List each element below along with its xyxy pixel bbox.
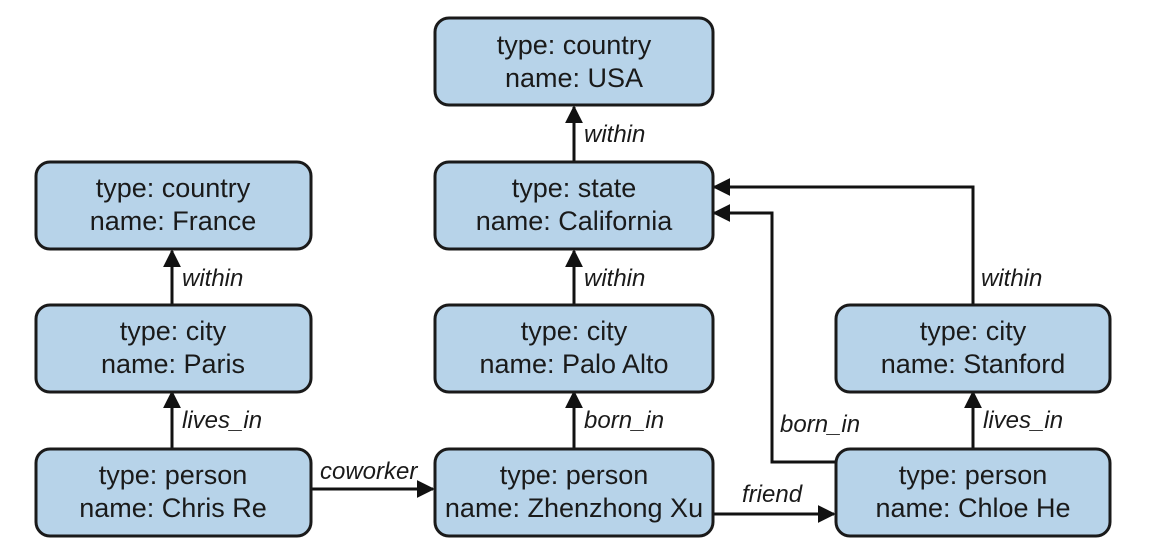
nodes: type: country name: USA type: country na… (34, 16, 1112, 538)
node-palo-alto: type: city name: Palo Alto (433, 303, 715, 394)
node-france-name: name: France (90, 206, 257, 236)
node-chris-re: type: person name: Chris Re (34, 447, 313, 538)
edge-label-chris-zhenzhong: coworker (320, 458, 418, 485)
node-chris-re-type: type: person (99, 460, 248, 490)
node-usa: type: country name: USA (433, 16, 715, 107)
edges: within within within within lives_in bor… (163, 105, 1063, 523)
edge-label-california-usa: within (584, 121, 645, 148)
node-usa-type: type: country (497, 30, 652, 60)
node-chloe-he: type: person name: Chloe He (834, 447, 1112, 538)
node-paris: type: city name: Paris (34, 303, 313, 394)
node-paris-name: name: Paris (101, 349, 245, 379)
edge-stanford-within-california (712, 178, 975, 305)
edge-label-zhenzhong-chloe: friend (742, 481, 803, 508)
node-stanford-name: name: Stanford (881, 349, 1066, 379)
node-usa-name: name: USA (505, 63, 643, 93)
node-chris-re-name: name: Chris Re (79, 493, 267, 523)
node-palo-alto-name: name: Palo Alto (479, 349, 668, 379)
edge-chloe-born-in-california (712, 204, 836, 464)
edge-label-chris-paris: lives_in (182, 407, 262, 434)
node-stanford-type: type: city (920, 316, 1027, 346)
node-zhenzhong-xu: type: person name: Zhenzhong Xu (433, 447, 715, 538)
node-palo-alto-type: type: city (521, 316, 628, 346)
node-chloe-he-type: type: person (899, 460, 1048, 490)
node-california-type: type: state (512, 173, 637, 203)
node-zhenzhong-xu-type: type: person (500, 460, 649, 490)
node-stanford: type: city name: Stanford (834, 303, 1112, 394)
node-paris-type: type: city (120, 316, 227, 346)
node-chloe-he-name: name: Chloe He (875, 493, 1070, 523)
edge-label-zhenzhong-palo-alto: born_in (584, 407, 664, 434)
edge-label-paris-france: within (182, 265, 243, 292)
node-california-name: name: California (476, 206, 674, 236)
node-california: type: state name: California (433, 160, 715, 251)
node-zhenzhong-xu-name: name: Zhenzhong Xu (445, 493, 703, 523)
edge-label-chloe-stanford: lives_in (983, 407, 1063, 434)
node-france: type: country name: France (34, 160, 313, 251)
node-france-type: type: country (96, 173, 251, 203)
edge-label-chloe-california: born_in (780, 411, 860, 438)
edge-label-stanford-california: within (981, 265, 1042, 292)
edge-label-palo-alto-california: within (584, 265, 645, 292)
